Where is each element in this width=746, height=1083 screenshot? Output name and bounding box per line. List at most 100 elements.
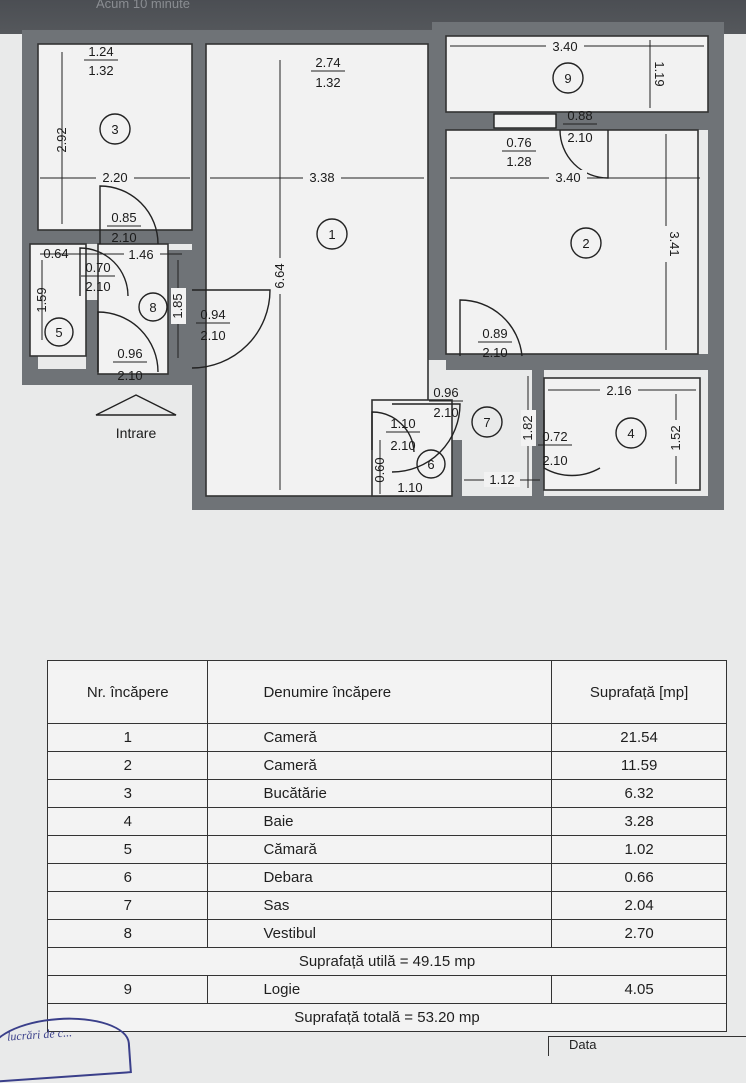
svg-text:9: 9	[564, 71, 571, 86]
cell-area: 2.70	[551, 919, 727, 948]
cell-name: Cameră	[207, 751, 553, 780]
svg-text:4: 4	[627, 426, 634, 441]
cell-area: 0.66	[551, 863, 727, 892]
total-area-row: Suprafață totală = 53.20 mp	[47, 1003, 727, 1032]
cell-area: 2.04	[551, 891, 727, 920]
svg-text:3: 3	[111, 122, 118, 137]
entrance-label: Intrare	[116, 425, 157, 441]
svg-text:0.72: 0.72	[542, 429, 567, 444]
total-area: Suprafață totală = 53.20 mp	[47, 1003, 727, 1032]
svg-text:0.96: 0.96	[117, 346, 142, 361]
room-marker-9: 9	[552, 62, 584, 94]
svg-text:1.24: 1.24	[88, 44, 113, 59]
svg-text:7: 7	[483, 415, 490, 430]
floor-plan: 1 2 3 4 5 6 7 8 9 1.24 1.32 2.74 1.32 2.…	[22, 22, 724, 510]
svg-text:2.10: 2.10	[542, 453, 567, 468]
svg-text:0.96: 0.96	[433, 385, 458, 400]
svg-text:1.59: 1.59	[34, 287, 49, 312]
cell-name: Vestibul	[207, 919, 553, 948]
svg-text:1.52: 1.52	[668, 425, 683, 450]
svg-text:0.94: 0.94	[200, 307, 225, 322]
svg-text:0.70: 0.70	[85, 260, 110, 275]
cell-number: 7	[46, 891, 209, 920]
svg-text:2.10: 2.10	[117, 368, 142, 383]
status-bar: Acum 10 minute	[0, 0, 746, 34]
room-table: Nr. încăpere Denumire încăpere Suprafață…	[46, 660, 727, 1032]
room-marker-5: 5	[44, 317, 74, 347]
svg-text:1.12: 1.12	[489, 472, 514, 487]
svg-text:1.32: 1.32	[315, 75, 340, 90]
room-marker-3: 3	[99, 113, 131, 145]
svg-text:1.46: 1.46	[128, 247, 153, 262]
svg-text:3.40: 3.40	[552, 39, 577, 54]
svg-text:1.32: 1.32	[88, 63, 113, 78]
cell-area: 4.05	[551, 975, 727, 1004]
svg-text:2.74: 2.74	[315, 55, 340, 70]
svg-text:2.10: 2.10	[85, 279, 110, 294]
svg-text:6.64: 6.64	[272, 263, 287, 288]
svg-text:0.89: 0.89	[482, 326, 507, 341]
svg-text:2.20: 2.20	[102, 170, 127, 185]
svg-text:0.85: 0.85	[111, 210, 136, 225]
svg-text:6: 6	[427, 457, 434, 472]
cell-area: 3.28	[551, 807, 727, 836]
svg-text:5: 5	[55, 325, 62, 340]
cell-number: 5	[46, 835, 209, 864]
date-label: Data	[569, 1037, 597, 1052]
room-marker-7: 7	[471, 406, 503, 438]
cell-area: 1.02	[551, 835, 727, 864]
svg-text:0.76: 0.76	[506, 135, 531, 150]
door-swings	[79, 113, 609, 477]
entrance-marker: Intrare	[95, 394, 177, 441]
svg-text:3.38: 3.38	[309, 170, 334, 185]
svg-text:2.10: 2.10	[111, 230, 136, 245]
date-field: Data	[548, 1036, 746, 1056]
entrance-triangle-icon	[95, 394, 177, 416]
room-number-markers: 1 2 3 4 5 6 7 8 9	[44, 62, 647, 479]
svg-text:1.19: 1.19	[652, 61, 667, 86]
cell-number: 2	[46, 751, 209, 780]
room-area-labels: 1.24 1.32 2.74 1.32	[84, 44, 345, 90]
svg-text:8: 8	[149, 300, 156, 315]
cell-number: 8	[46, 919, 209, 948]
cell-area: 11.59	[551, 751, 727, 780]
cell-number: 9	[46, 975, 209, 1004]
col-header-name: Denumire încăpere	[207, 660, 553, 724]
room-marker-1: 1	[316, 218, 348, 250]
dimension-labels: 2.92 2.20 3.38 6.64 3.40 1.19 3.40 3.41 …	[34, 39, 684, 495]
door-labels: 0.85 2.10 0.70 2.10 0.94 2.10 0.96 2.10 …	[81, 108, 597, 468]
room-marker-2: 2	[570, 227, 602, 259]
cell-name: Logie	[207, 975, 553, 1004]
col-header-number: Nr. încăpere	[46, 660, 209, 724]
svg-text:0.60: 0.60	[372, 457, 387, 482]
walls	[22, 22, 724, 510]
useful-area-total: Suprafață utilă = 49.15 mp	[47, 947, 727, 976]
svg-text:1.28: 1.28	[506, 154, 531, 169]
svg-text:2.10: 2.10	[390, 438, 415, 453]
room-marker-6: 6	[416, 449, 446, 479]
cell-name: Cămară	[207, 835, 553, 864]
stamp-text: lucrări de c...	[6, 1025, 73, 1044]
room-marker-4: 4	[615, 417, 647, 449]
room-marker-8: 8	[138, 292, 168, 322]
cell-name: Baie	[207, 807, 553, 836]
svg-text:1: 1	[328, 227, 335, 242]
notification-text: Acum 10 minute	[96, 0, 190, 11]
cell-name: Sas	[207, 891, 553, 920]
cell-area: 21.54	[551, 723, 727, 752]
svg-text:1.82: 1.82	[520, 415, 535, 440]
svg-text:1.85: 1.85	[170, 293, 185, 318]
table-header-row: Nr. încăpere Denumire încăpere Suprafață…	[46, 660, 727, 724]
cell-name: Bucătărie	[207, 779, 553, 808]
svg-text:3.40: 3.40	[555, 170, 580, 185]
svg-text:0.64: 0.64	[43, 246, 68, 261]
useful-area-row: Suprafață utilă = 49.15 mp	[47, 947, 727, 976]
cell-name: Debara	[207, 863, 553, 892]
svg-text:0.88: 0.88	[567, 108, 592, 123]
